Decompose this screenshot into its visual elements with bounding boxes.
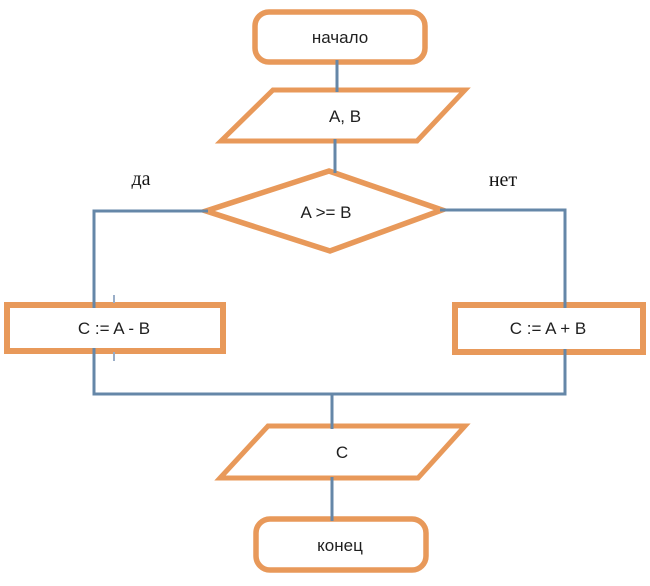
output-label: C <box>336 443 348 462</box>
end-terminator-shape <box>253 516 429 573</box>
connector-left-merge <box>92 348 332 396</box>
output-parallelogram-shape <box>214 423 471 481</box>
start-label: начало <box>312 28 368 47</box>
process-add-shape <box>452 302 646 355</box>
process-subtract-label: C := A - B <box>78 319 150 338</box>
connector-decision-left <box>92 209 208 308</box>
connector-lines <box>92 60 567 521</box>
process-add-label: C := A + B <box>510 319 587 338</box>
input-parallelogram-shape <box>214 87 471 144</box>
input-label: A, B <box>329 107 361 126</box>
connector-decision-right <box>440 208 567 308</box>
connector-right-merge <box>332 349 567 396</box>
process-subtract-shape <box>4 302 226 354</box>
end-label: конец <box>317 536 363 555</box>
decision-diamond-shape <box>197 168 451 254</box>
start-terminator-shape <box>252 9 428 65</box>
branch-label-no: нет <box>489 169 518 191</box>
decision-label: A >= B <box>300 203 351 222</box>
branch-label-yes: да <box>131 168 150 190</box>
